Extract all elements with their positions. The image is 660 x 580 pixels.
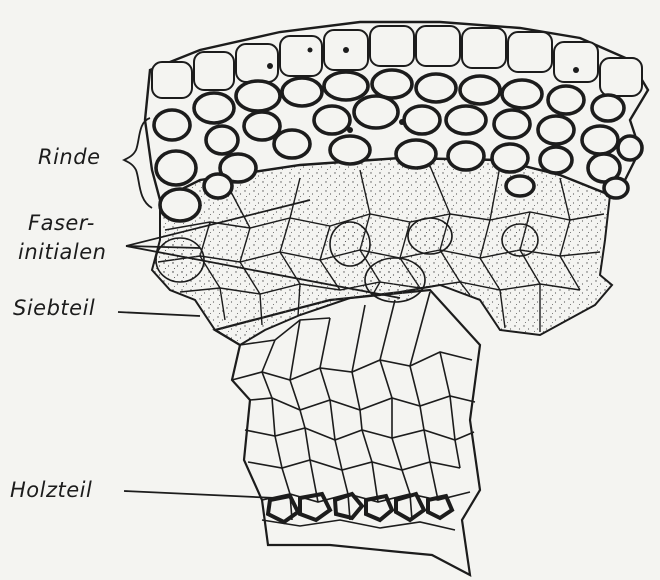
siebteil-leader — [118, 312, 200, 316]
label-faser-line2: initialen — [18, 242, 106, 263]
label-holzteil: Holzteil — [10, 480, 92, 501]
label-faser-line1: Faser- — [28, 213, 95, 234]
label-rinde: Rinde — [38, 147, 101, 168]
label-siebteil: Siebteil — [13, 298, 95, 319]
holzteil-leader — [124, 491, 276, 498]
